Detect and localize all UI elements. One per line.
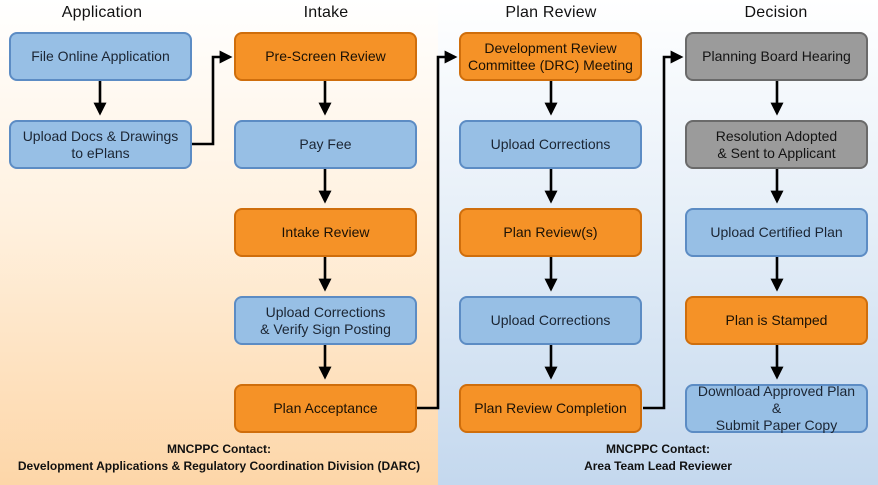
step-intake-review: Intake Review	[234, 208, 417, 257]
column-title-intake: Intake	[303, 4, 349, 21]
step-upload-corrections-verify-sign: Upload Corrections & Verify Sign Posting	[234, 296, 417, 345]
contact-darc-label: MNCPPC Contact:	[167, 442, 271, 456]
contact-area-team-label: MNCPPC Contact:	[606, 442, 710, 456]
contact-area-team: MNCPPC Contact: Area Team Lead Reviewer	[438, 441, 878, 475]
step-drc-meeting: Development Review Committee (DRC) Meeti…	[459, 32, 642, 81]
step-pre-screen-review: Pre-Screen Review	[234, 32, 417, 81]
step-plan-acceptance: Plan Acceptance	[234, 384, 417, 433]
column-title-decision: Decision	[744, 4, 808, 21]
column-title-application: Application	[61, 4, 143, 21]
step-planning-board-hearing: Planning Board Hearing	[685, 32, 868, 81]
step-upload-corrections-1: Upload Corrections	[459, 120, 642, 169]
step-plan-reviews: Plan Review(s)	[459, 208, 642, 257]
step-pay-fee: Pay Fee	[234, 120, 417, 169]
step-download-approved-plan: Download Approved Plan & Submit Paper Co…	[685, 383, 868, 433]
step-plan-is-stamped: Plan is Stamped	[685, 296, 868, 345]
step-upload-docs-drawings: Upload Docs & Drawings to ePlans	[9, 120, 192, 169]
step-resolution-adopted: Resolution Adopted & Sent to Applicant	[685, 120, 868, 169]
step-upload-certified-plan: Upload Certified Plan	[685, 208, 868, 257]
contact-darc: MNCPPC Contact: Development Applications…	[0, 441, 438, 475]
step-plan-review-completion: Plan Review Completion	[459, 384, 642, 433]
column-title-plan-review: Plan Review	[505, 4, 597, 21]
contact-darc-name: Development Applications & Regulatory Co…	[17, 459, 421, 473]
step-file-online-application: File Online Application	[9, 32, 192, 81]
step-upload-corrections-2: Upload Corrections	[459, 296, 642, 345]
contact-area-team-name: Area Team Lead Reviewer	[584, 459, 732, 473]
